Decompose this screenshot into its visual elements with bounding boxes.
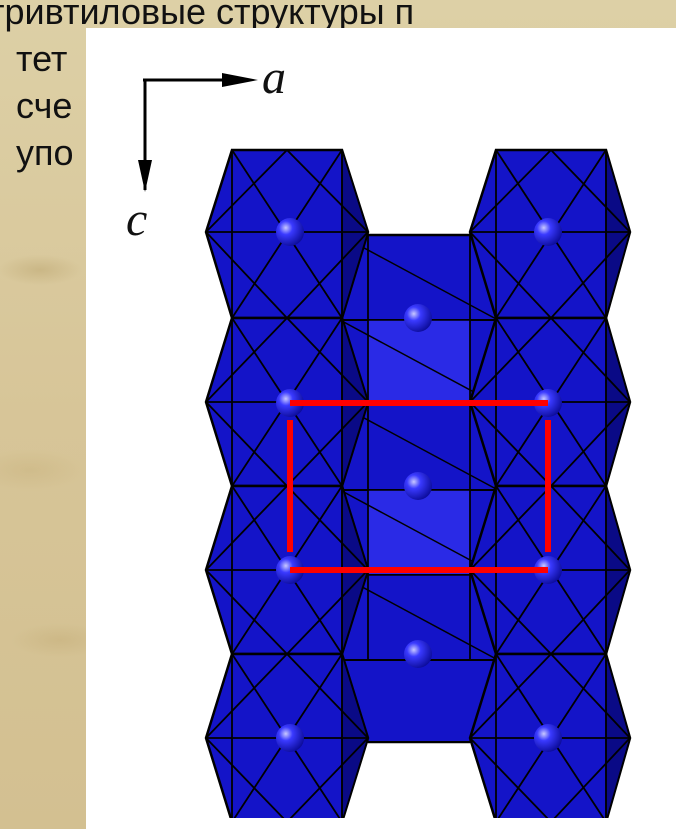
central-octahedron-edge — [339, 574, 499, 661]
side-octahedron-edge — [550, 149, 631, 233]
side-octahedron-edge — [286, 485, 369, 571]
unit-cell-outline — [287, 400, 551, 573]
slide-text-line-1: тривтиловые структуры п — [0, 0, 415, 32]
side-octahedron-edge — [286, 569, 369, 655]
side-octahedron-edge — [550, 569, 631, 655]
side-octahedron-edge — [469, 401, 552, 487]
axis-label-c: c — [126, 193, 148, 246]
side-octahedron-edge — [469, 569, 552, 655]
atom — [534, 218, 562, 246]
atom — [404, 472, 432, 500]
side-octahedron-edge — [286, 149, 369, 233]
side-octahedron-edge — [469, 653, 552, 739]
side-octahedron-edge — [205, 569, 288, 655]
side-octahedron-edge — [550, 485, 631, 571]
central-octahedron-edge — [339, 234, 499, 321]
side-octahedron-edge — [286, 401, 369, 487]
side-octahedron-edge — [205, 317, 288, 403]
axis-label-a: a — [262, 51, 286, 104]
side-octahedron-edge — [205, 653, 288, 739]
side-octahedron-edge — [550, 401, 631, 487]
central-octahedra-column — [338, 233, 500, 744]
side-octahedron-edge — [469, 485, 552, 571]
side-octahedron-edge — [286, 231, 369, 319]
atom — [276, 724, 304, 752]
side-octahedron-edge — [286, 653, 369, 739]
atom — [534, 724, 562, 752]
side-octahedron-edge — [550, 231, 631, 319]
side-octahedron-edge — [205, 231, 288, 319]
side-octahedron-edge — [550, 317, 631, 403]
side-octahedron-edge — [205, 401, 288, 487]
axes-indicator — [138, 73, 258, 192]
atom — [404, 640, 432, 668]
slide-text-line-2: тет — [16, 38, 68, 79]
side-octahedron-edge — [469, 737, 549, 818]
side-octahedron-edge — [469, 231, 552, 319]
side-octahedron-face — [605, 149, 631, 319]
side-octahedron-edge — [205, 149, 288, 233]
a-axis-arrowhead — [222, 73, 258, 87]
side-octahedron-edge — [469, 149, 552, 233]
central-octahedron-edge — [339, 319, 499, 406]
side-octahedron-edge — [550, 653, 631, 739]
side-octahedron-edge — [553, 737, 631, 818]
atom — [276, 218, 304, 246]
side-octahedron-edge — [289, 737, 369, 818]
central-octahedron-edge — [339, 404, 499, 491]
c-axis-arrowhead — [138, 160, 152, 192]
slide-body-text: тривтиловые структуры п тет сче упо — [0, 0, 676, 176]
atom — [404, 304, 432, 332]
side-octahedron-edge — [469, 317, 552, 403]
side-octahedron-edge — [286, 317, 369, 403]
side-octahedron-edge — [205, 485, 288, 571]
slide-text-line-3: сче — [16, 85, 73, 126]
slide-text-line-4: упо — [16, 132, 74, 173]
side-octahedron-edge — [205, 737, 285, 818]
